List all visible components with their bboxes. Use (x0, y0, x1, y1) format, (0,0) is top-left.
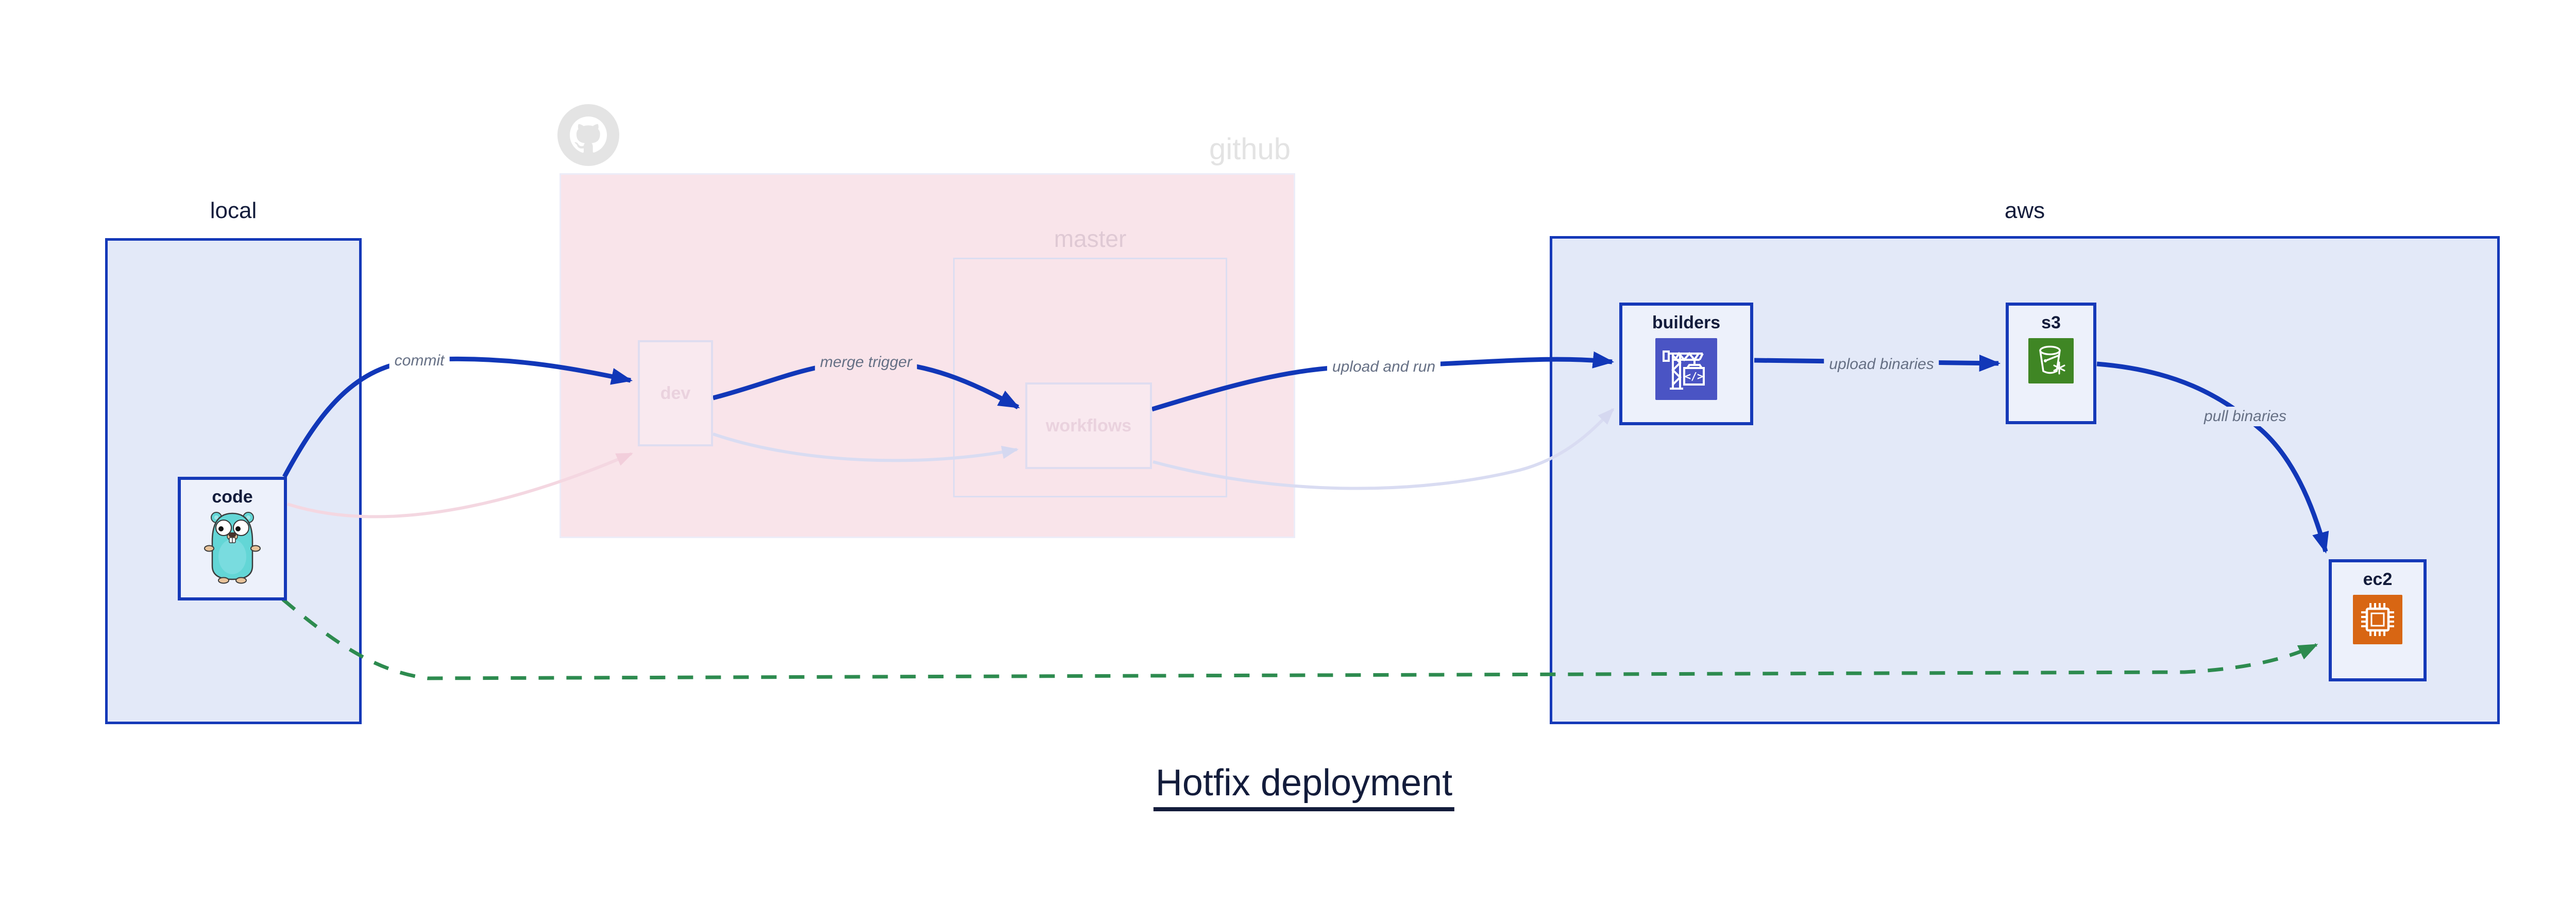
diagram-title: Hotfix deployment (1153, 762, 1455, 811)
edge-label-pull-binaries: pull binaries (2198, 407, 2292, 426)
region-master-label: master (1054, 225, 1127, 252)
node-code-label: code (212, 487, 253, 507)
edge-label-upload-binaries: upload binaries (1824, 355, 1939, 374)
node-builders-label: builders (1652, 313, 1721, 332)
region-local-label: local (210, 198, 257, 223)
node-ec2: ec2 (2329, 559, 2427, 681)
node-dev-label: dev (660, 383, 691, 403)
edge-label-commit: commit (389, 351, 450, 371)
node-workflows: workflows (1025, 382, 1152, 469)
edge-label-merge-trigger: merge trigger (815, 353, 918, 372)
svg-text:</>: </> (1685, 370, 1703, 382)
node-workflows-label: workflows (1045, 415, 1132, 436)
node-s3-label: s3 (2041, 313, 2061, 332)
region-aws-label: aws (2004, 198, 2045, 223)
go-gopher-icon (204, 512, 261, 584)
codebuild-crane-icon: </> (1655, 338, 1717, 400)
edge-label-upload-and-run: upload and run (1327, 357, 1441, 377)
node-ec2-label: ec2 (2363, 570, 2393, 589)
node-s3: s3 (2006, 303, 2096, 424)
node-code: code (178, 477, 287, 600)
s3-glacier-bucket-icon (2028, 338, 2074, 383)
region-github-label: github (1209, 132, 1291, 166)
node-dev: dev (638, 340, 713, 446)
github-octocat-icon (557, 104, 619, 166)
ec2-chip-icon (2353, 595, 2402, 644)
node-builders: builders </> (1619, 303, 1753, 425)
